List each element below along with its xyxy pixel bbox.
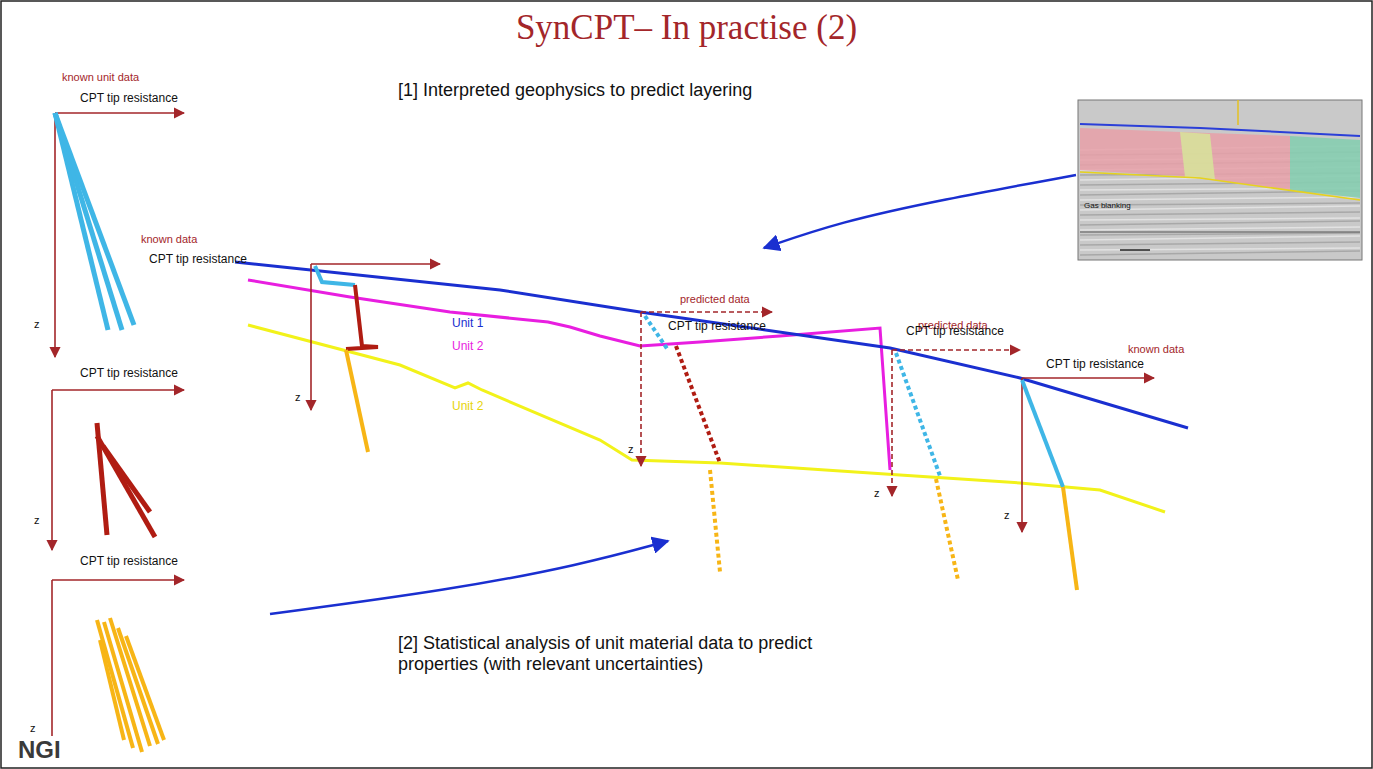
axis-arrow <box>52 579 184 581</box>
unit-label: Unit 2 <box>452 400 483 414</box>
pointer-arrow <box>764 175 1076 248</box>
unit-label: Unit 2 <box>452 340 483 354</box>
axis-label: CPT tip resistance <box>80 367 178 381</box>
inset-marker <box>1237 100 1239 125</box>
predicted-profile <box>710 470 720 572</box>
inset-seabed <box>1080 124 1360 136</box>
axis-arrow <box>641 311 772 313</box>
caption-label: known data <box>141 233 197 246</box>
axis-arrow <box>311 263 440 265</box>
caption-label: known data <box>1128 343 1184 356</box>
cpt-profile <box>1022 380 1063 487</box>
cpt-profile <box>346 350 368 452</box>
axis-arrow <box>892 349 1020 351</box>
pointer-arrow <box>270 541 668 614</box>
axis-label: CPT tip resistance <box>1046 358 1144 372</box>
unit-region <box>1180 132 1215 180</box>
seismic-reflector <box>1080 221 1360 225</box>
cpt-profile <box>126 636 164 740</box>
cpt-profile <box>103 446 150 512</box>
caption-label: predicted data <box>680 293 750 306</box>
axis-arrow <box>891 350 893 496</box>
seismic-reflector <box>1080 212 1360 215</box>
seismic-reflector <box>1080 242 1360 245</box>
cpt-profile <box>55 113 134 325</box>
seismic-inset <box>1078 100 1362 260</box>
axis-arrow <box>1021 378 1023 532</box>
caption-label: known unit data <box>62 71 139 84</box>
unit-boundary <box>248 280 890 470</box>
cpt-profile <box>100 640 124 740</box>
seismic-reflector <box>1080 197 1360 200</box>
axis-label: CPT tip resistance <box>80 555 178 569</box>
scale-bar <box>1120 249 1150 251</box>
seismic-reflector <box>1080 227 1360 230</box>
slide-title: SynCPT– In practise (2) <box>0 8 1373 48</box>
unit-label: Unit 1 <box>452 317 483 331</box>
axis-label: z <box>874 487 880 500</box>
axis-arrow <box>51 390 53 550</box>
step-note: [1] Interpreted geophysics to predict la… <box>398 80 752 101</box>
step-note: [2] Statistical analysis of unit materia… <box>398 633 848 674</box>
unit-boundary <box>248 325 1165 512</box>
cpt-profile <box>1063 487 1077 590</box>
cpt-profile <box>97 436 155 537</box>
seabed-line <box>235 262 1188 428</box>
unit-region <box>1080 128 1290 190</box>
inset-line <box>1080 232 1360 233</box>
seismic-reflector <box>1080 251 1360 255</box>
logo-text: NGI <box>18 736 61 764</box>
axis-label: z <box>1004 509 1010 522</box>
cpt-profile <box>315 266 355 285</box>
axis-arrow <box>310 264 312 410</box>
axis-label: CPT tip resistance <box>906 325 1004 339</box>
axis-label: z <box>30 722 36 735</box>
axis-arrow <box>55 112 184 114</box>
inset-horizon <box>1080 172 1360 200</box>
axis-arrow <box>54 113 56 357</box>
axis-arrow <box>51 580 53 757</box>
predicted-profile <box>676 346 720 463</box>
predicted-profile <box>645 316 668 350</box>
axis-label: CPT tip resistance <box>149 253 247 267</box>
predicted-profile <box>896 353 940 476</box>
seismic-reflector <box>1080 248 1360 250</box>
axis-label: z <box>628 443 634 456</box>
cpt-profile <box>118 628 158 744</box>
inset-frame <box>1078 100 1362 260</box>
inset-label: Gas blanking <box>1084 201 1131 210</box>
axis-label: CPT tip resistance <box>80 92 178 106</box>
cpt-profile <box>346 285 378 349</box>
predicted-profile <box>936 479 958 580</box>
axis-arrow <box>52 389 184 391</box>
unit-region <box>1290 136 1360 198</box>
axis-label: z <box>34 318 40 331</box>
seismic-reflector <box>1080 233 1360 235</box>
axis-arrow <box>1022 377 1154 379</box>
seismic-reflector <box>1080 218 1360 220</box>
axis-label: z <box>295 391 301 404</box>
seismic-reflector <box>1080 236 1360 240</box>
axis-label: z <box>34 514 40 527</box>
axis-arrow <box>640 312 642 466</box>
axis-label: CPT tip resistance <box>668 320 766 334</box>
